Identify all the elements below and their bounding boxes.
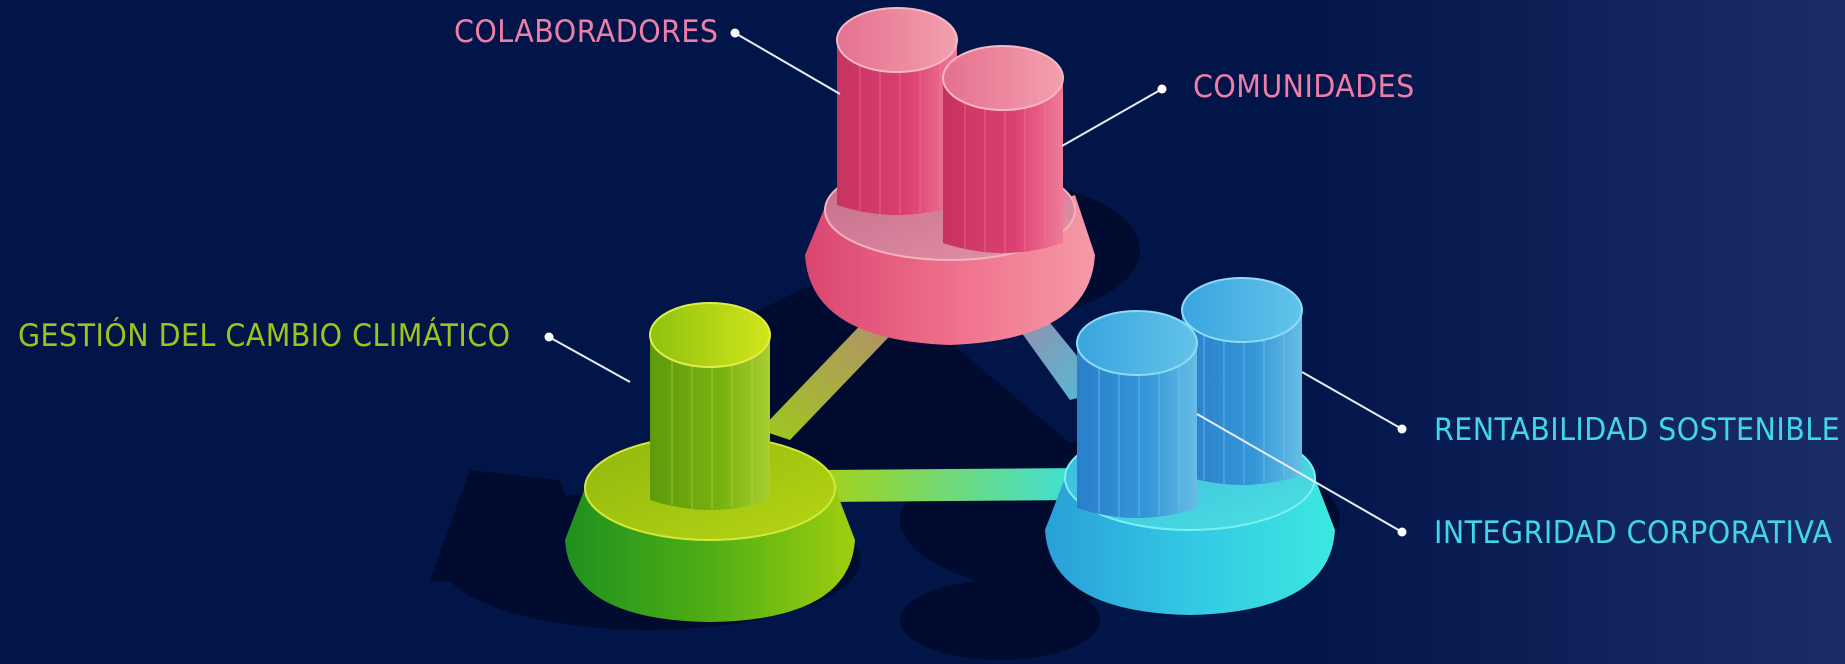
leader-dot-rentabilidad <box>1397 424 1407 434</box>
label-integridad-corporativa: INTEGRIDAD CORPORATIVA <box>1434 515 1833 551</box>
leader-rentabilidad <box>1301 371 1403 430</box>
pink-node <box>805 7 1095 345</box>
leader-colaboradores <box>734 32 841 95</box>
leader-dot-gestion <box>544 332 554 342</box>
leader-gestion <box>548 336 631 383</box>
cyan-node <box>1045 277 1335 615</box>
leader-dot-colaboradores <box>730 28 740 38</box>
bridge-green-cyan <box>820 468 1090 502</box>
leader-dot-integridad <box>1397 527 1407 537</box>
leader-lines <box>544 28 1407 537</box>
label-rentabilidad-sostenible: RENTABILIDAD SOSTENIBLE <box>1434 412 1841 448</box>
label-comunidades: COMUNIDADES <box>1193 69 1415 105</box>
green-node <box>565 302 855 622</box>
label-gestion-cambio-climatico: GESTIÓN DEL CAMBIO CLIMÁTICO <box>18 318 511 354</box>
label-colaboradores: COLABORADORES <box>454 14 719 50</box>
leader-integridad <box>1196 413 1403 533</box>
leader-dot-comunidades <box>1157 84 1167 94</box>
leader-comunidades <box>1061 88 1163 147</box>
